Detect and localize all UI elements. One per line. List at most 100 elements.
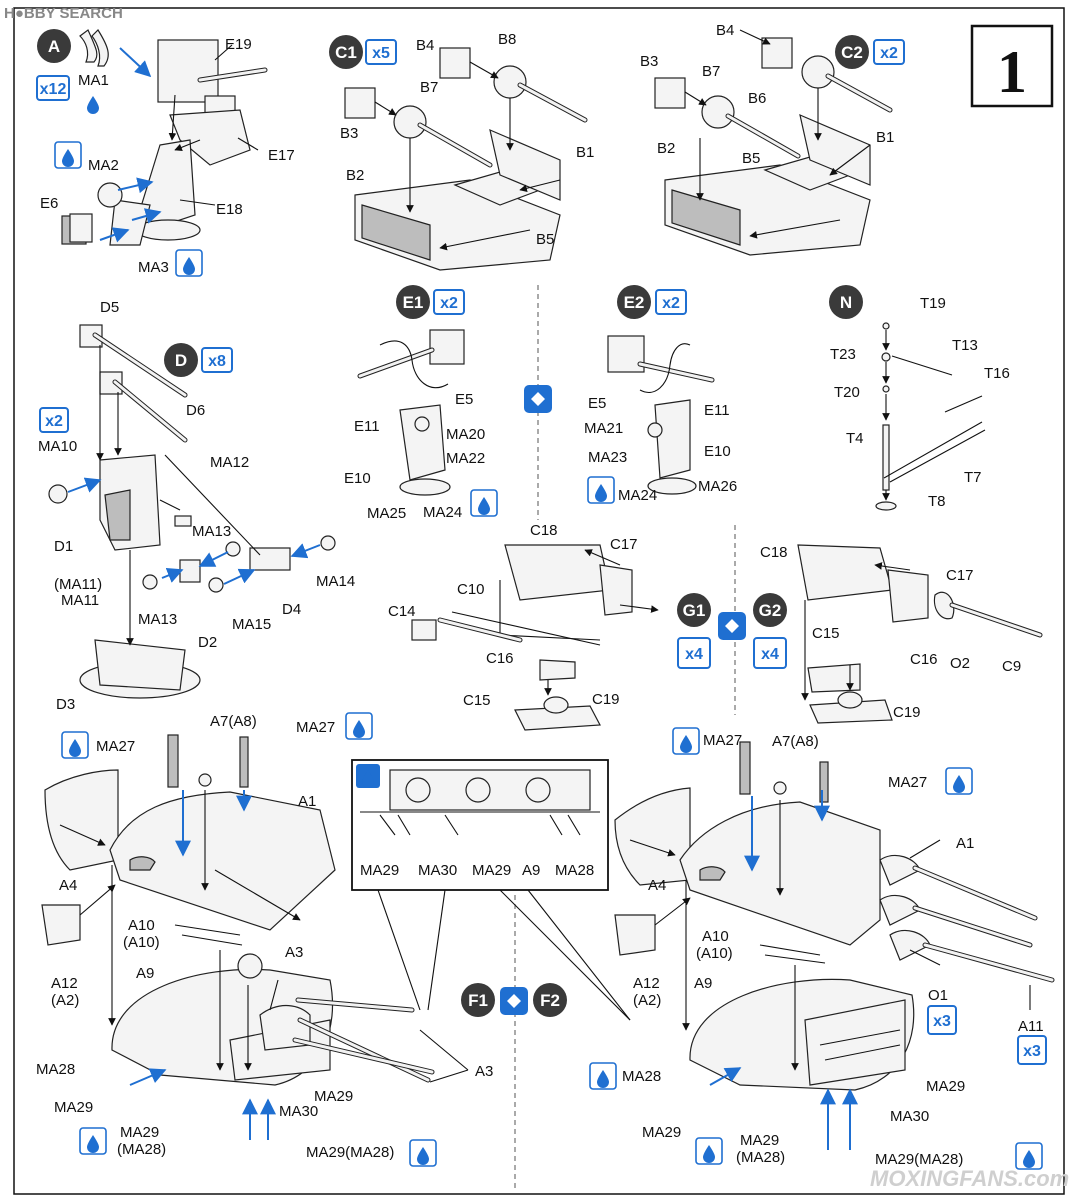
label-n-t19: T19 bbox=[920, 295, 946, 312]
label-f2-ma27-b: MA27 bbox=[888, 774, 927, 791]
part-f1-a4 bbox=[44, 769, 119, 871]
label-d4: D4 bbox=[282, 601, 301, 618]
label-ma13-bottom: MA13 bbox=[138, 611, 177, 628]
label-f1-ma27-b: MA27 bbox=[296, 719, 335, 736]
watermark-bottom: MOXINGFANS.com bbox=[870, 1166, 1069, 1191]
label-f1-a2: (A2) bbox=[51, 992, 79, 1009]
label-ma1: MA1 bbox=[78, 72, 109, 89]
part-b7 bbox=[393, 105, 427, 139]
part-g-c17-right bbox=[887, 569, 929, 623]
label-c2-b4: B4 bbox=[716, 22, 734, 39]
qty-g2-box bbox=[753, 637, 787, 669]
label-g-c9: C9 bbox=[1002, 658, 1021, 675]
qty-g1-box bbox=[677, 637, 711, 669]
label-e2-e11: E11 bbox=[704, 402, 730, 419]
part-g-o2 bbox=[933, 591, 955, 620]
label-f2-ma29-ma28: MA29(MA28) bbox=[875, 1151, 963, 1168]
label-c1-b5: B5 bbox=[536, 231, 554, 248]
label-c2-b3: B3 bbox=[640, 53, 658, 70]
part-d4 bbox=[249, 547, 291, 571]
label-f1-ma30: MA30 bbox=[279, 1103, 318, 1120]
badge-g1-label: G1 bbox=[683, 601, 706, 620]
label-e1-e5: E5 bbox=[455, 391, 473, 408]
part-f2-a4 bbox=[614, 787, 691, 886]
part-c2-b6 bbox=[801, 55, 835, 89]
label-e1-ma25: MA25 bbox=[367, 505, 406, 522]
page-border bbox=[13, 7, 1065, 1195]
label-d6: D6 bbox=[186, 402, 205, 419]
badge-d-label: D bbox=[175, 351, 187, 370]
step-number: 1 bbox=[997, 39, 1027, 105]
part-g-c17-left bbox=[599, 564, 633, 616]
badge-c2-label: C2 bbox=[841, 43, 863, 62]
part-b3 bbox=[344, 87, 376, 119]
label-f1-a7: A7(A8) bbox=[210, 713, 257, 730]
label-ma10: MA10 bbox=[38, 438, 77, 455]
label-n-t16: T16 bbox=[984, 365, 1010, 382]
label-e2-ma21: MA21 bbox=[584, 420, 623, 437]
badge-e1-label: E1 bbox=[403, 293, 424, 312]
qty-o1-box bbox=[927, 1005, 957, 1035]
part-f1-a12 bbox=[41, 904, 81, 946]
part-e2-e5 bbox=[607, 335, 645, 373]
section-n: N T19 T23 T13 T16 T20 T4 T7 T8 bbox=[829, 285, 1010, 511]
qty-a-box bbox=[36, 75, 70, 101]
part-c2-b7 bbox=[701, 95, 735, 129]
label-g-o2: O2 bbox=[950, 655, 970, 672]
label-f2-a10-alt: (A10) bbox=[696, 945, 733, 962]
label-e1-e11: E11 bbox=[354, 418, 380, 435]
label-g-c10-left: C10 bbox=[457, 581, 485, 598]
qty-e1: x2 bbox=[440, 295, 458, 312]
label-c2-b7: B7 bbox=[702, 63, 720, 80]
badge-f1 bbox=[461, 983, 495, 1017]
label-inset-ma29-a: MA29 bbox=[360, 862, 399, 879]
label-g-c17-left: C17 bbox=[610, 536, 638, 553]
badge-g2-label: G2 bbox=[759, 601, 782, 620]
label-f2-a7: A7(A8) bbox=[772, 733, 819, 750]
label-f2-a9: A9 bbox=[694, 975, 712, 992]
label-f1-a1: A1 bbox=[298, 793, 316, 810]
badge-e2 bbox=[617, 285, 651, 319]
badge-c2 bbox=[835, 35, 869, 69]
label-f1-ma28-alt: (MA28) bbox=[117, 1141, 166, 1158]
label-e1-e10: E10 bbox=[344, 470, 371, 487]
section-a: A x12 E19 MA1 MA2 E17 E6 E1 bbox=[36, 29, 295, 277]
label-ma13-top: MA13 bbox=[192, 523, 231, 540]
label-e18: E18 bbox=[216, 201, 243, 218]
qty-a11-box bbox=[1017, 1035, 1047, 1065]
label-ma11-alt: (MA11) bbox=[54, 576, 102, 593]
label-g-c15-right: C15 bbox=[812, 625, 840, 642]
label-c1-b2: B2 bbox=[346, 167, 364, 184]
label-f2-ma29-c: MA29 bbox=[740, 1132, 779, 1149]
label-c2-b6: B6 bbox=[748, 90, 766, 107]
label-f1-a3-top: A3 bbox=[285, 944, 303, 961]
label-f1-ma28: MA28 bbox=[36, 1061, 75, 1078]
label-f1-a3: A3 bbox=[475, 1063, 493, 1080]
label-f2-a2: (A2) bbox=[633, 992, 661, 1009]
label-n-t20: T20 bbox=[834, 384, 860, 401]
glue-drop-icon bbox=[87, 96, 99, 114]
label-n-t7: T7 bbox=[964, 469, 982, 486]
label-c1-b7: B7 bbox=[420, 79, 438, 96]
badge-e2-label: E2 bbox=[624, 293, 645, 312]
label-e17: E17 bbox=[268, 147, 295, 164]
label-d1: D1 bbox=[54, 538, 73, 555]
badge-g2 bbox=[753, 593, 787, 627]
badge-n-label: N bbox=[840, 293, 852, 312]
label-d5: D5 bbox=[100, 299, 119, 316]
label-n-t13: T13 bbox=[952, 337, 978, 354]
label-f2-ma30: MA30 bbox=[890, 1108, 929, 1125]
qty-a11: x3 bbox=[1023, 1043, 1041, 1060]
section-f-right: MA27 A7(A8) MA27 A1 A4 A10 (A10) A12 (A2… bbox=[589, 727, 1055, 1170]
section-c1: C1 x5 B4 B8 B3 B7 B1 B2 B5 bbox=[329, 31, 594, 271]
label-f1-a10-alt: (A10) bbox=[123, 934, 160, 951]
label-ma14: MA14 bbox=[316, 573, 355, 590]
qty-o1: x3 bbox=[933, 1013, 951, 1030]
section-d: D x8 x2 D5 D6 MA10 bbox=[38, 299, 355, 713]
qty-c2-box bbox=[873, 39, 905, 65]
part-g-c18-right bbox=[797, 544, 893, 601]
label-e2-e5: E5 bbox=[588, 395, 606, 412]
label-e1-ma22: MA22 bbox=[446, 450, 485, 467]
label-inset-ma28: MA28 bbox=[555, 862, 594, 879]
